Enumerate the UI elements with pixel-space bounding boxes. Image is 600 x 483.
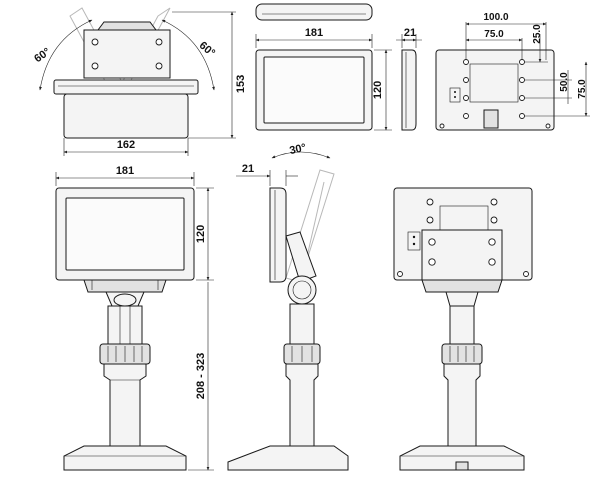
angle-arc-left xyxy=(39,19,93,91)
label-vesa-width: 100.0 xyxy=(483,12,508,23)
back-vesa-view: 100.0 75.0 25.0 50.0 75.0 xyxy=(435,12,590,131)
label-vesa-inner-width: 75.0 xyxy=(484,29,504,40)
side-large-hinge xyxy=(287,275,317,305)
top-base xyxy=(63,93,189,139)
label-side-small-depth: 21 xyxy=(404,27,416,39)
overhead-strip xyxy=(255,3,373,21)
angle-label-left: 60° xyxy=(32,46,53,65)
label-vesa-top-offset: 25.0 xyxy=(532,24,543,44)
tilt-arc xyxy=(271,151,331,159)
side-small-view: 21 xyxy=(396,27,422,131)
top-monitor-edge xyxy=(53,79,199,95)
front-small-view: 181 120 xyxy=(255,27,392,131)
label-tilt-angle: 30° xyxy=(288,142,307,157)
front-small-screen xyxy=(263,56,365,124)
back-large-view xyxy=(393,187,533,471)
label-top-width: 162 xyxy=(117,139,135,151)
label-vesa-height: 50.0 xyxy=(559,72,570,92)
angle-label-right: 60° xyxy=(197,39,217,59)
label-side-large-depth: 21 xyxy=(242,163,254,175)
vesa-plate xyxy=(469,63,519,103)
front-large-screen xyxy=(65,197,185,271)
top-view: 60° 60° 153 162 xyxy=(32,7,247,156)
label-front-large-width: 181 xyxy=(116,165,134,177)
angle-arc-right xyxy=(161,19,215,91)
back-large-plate xyxy=(421,229,503,281)
front-large-view: 181 120 208 - 323 xyxy=(55,165,214,471)
label-front-small-width: 181 xyxy=(305,27,323,39)
front-large-pole xyxy=(103,363,147,447)
side-large-base xyxy=(227,445,349,471)
side-large-body xyxy=(269,187,287,283)
label-vesa-inner-height: 75.0 xyxy=(577,79,588,99)
side-small-body xyxy=(401,49,417,131)
top-bracket xyxy=(83,29,171,79)
back-small-body xyxy=(435,49,555,131)
front-large-base xyxy=(63,445,187,471)
side-large-view: 30° 21 xyxy=(227,142,349,471)
top-hinge xyxy=(97,21,157,31)
label-front-large-height: 120 xyxy=(195,225,207,243)
label-stand-height: 208 - 323 xyxy=(195,353,207,399)
label-front-small-height: 120 xyxy=(372,81,384,99)
back-small-port xyxy=(483,109,499,129)
label-top-height: 153 xyxy=(235,75,247,93)
